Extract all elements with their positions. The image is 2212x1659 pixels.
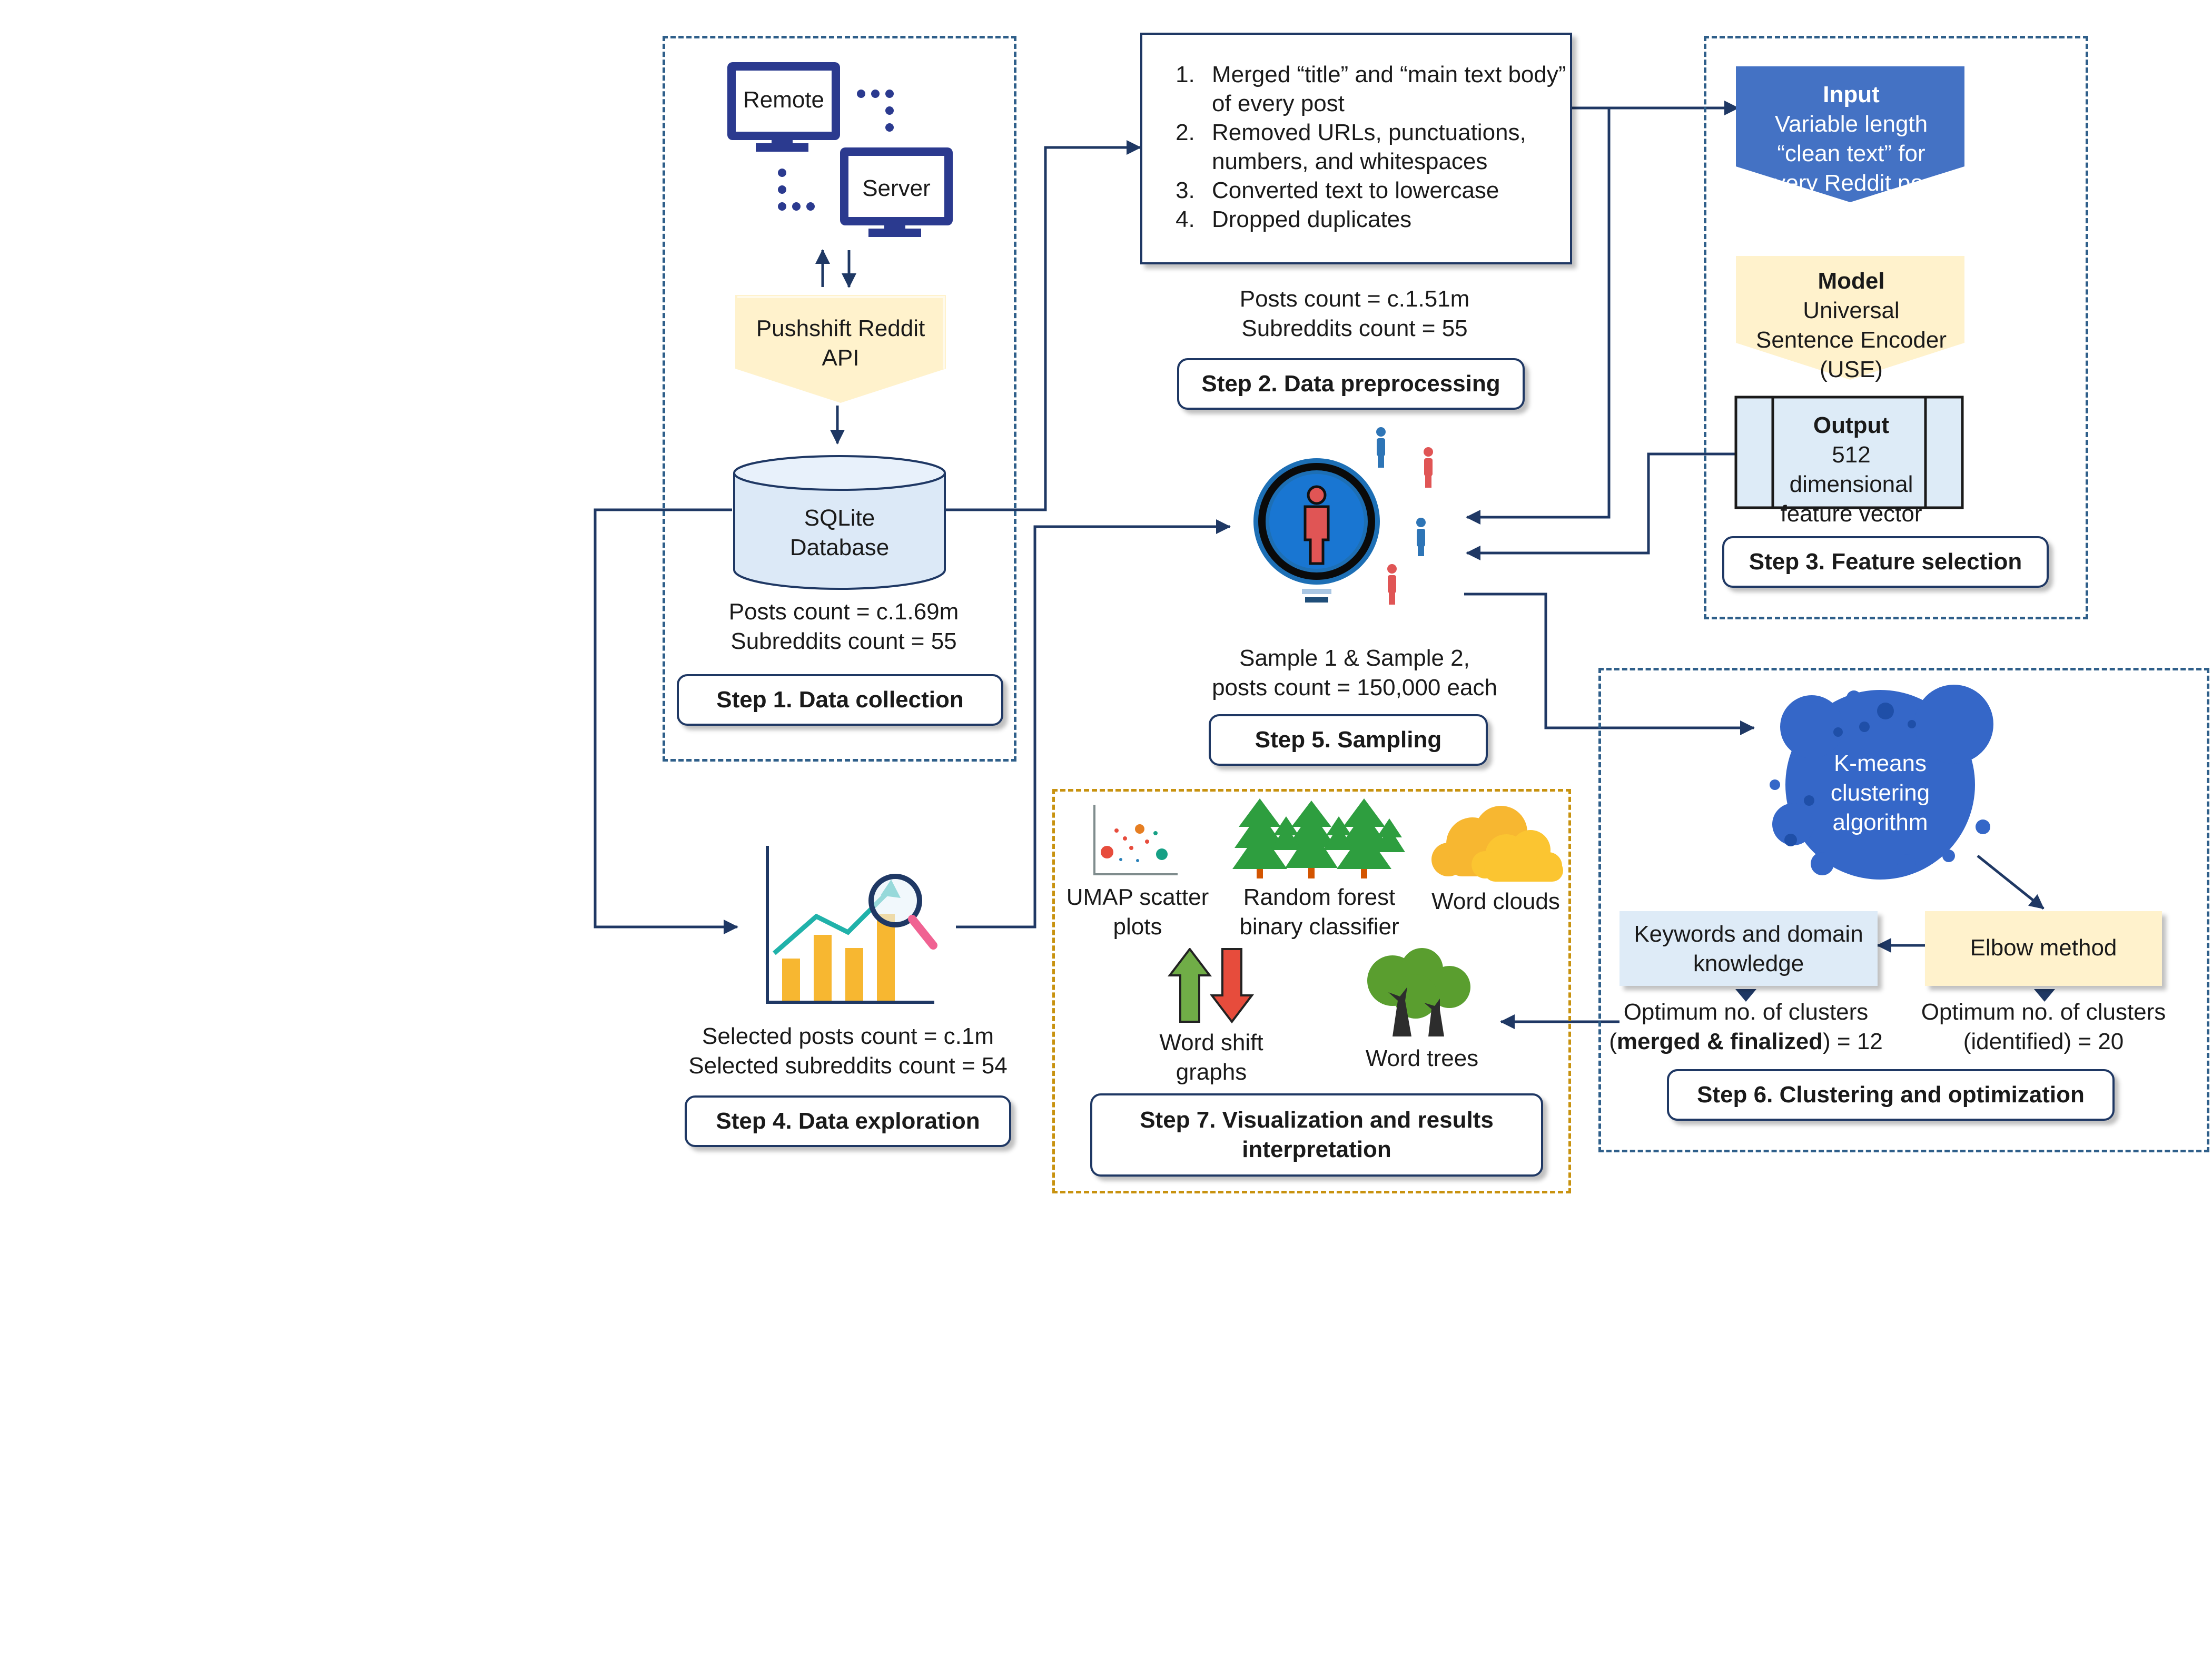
step2-item-1: Merged “title” and “main text body” of e…	[1201, 60, 1570, 118]
optimum-merged-line2: (merged & finalized) = 12	[1593, 1027, 1899, 1056]
step2-title: Step 2. Data preprocessing	[1177, 358, 1525, 410]
database-icon	[733, 455, 946, 590]
optimum-merged-bold: merged & finalized	[1616, 1029, 1823, 1054]
step2-item-3: Converted text to lowercase	[1201, 176, 1570, 205]
step3-title: Step 3. Feature selection	[1722, 536, 2049, 588]
tree-icon	[1367, 948, 1470, 1036]
arrowhead-elbow-down	[2034, 989, 2055, 1002]
remote-label: Remote	[743, 87, 825, 113]
output-title: Output	[1813, 412, 1890, 438]
server-label: Server	[862, 175, 931, 201]
monitor-icon	[727, 62, 953, 237]
optimum-merged-line1: Optimum no. of clusters	[1623, 999, 1869, 1025]
input-title: Input	[1823, 82, 1880, 107]
api-pentagon-icon	[735, 295, 946, 403]
clouds-label: Word clouds	[1431, 888, 1560, 914]
optimum-identified-line1: Optimum no. of clusters	[1921, 999, 2166, 1025]
optimum-merged-open: (	[1609, 1029, 1617, 1054]
model-text: Universal Sentence Encoder (USE)	[1755, 298, 1947, 382]
api-label: Pushshift Reddit API	[756, 315, 925, 371]
forest-icon	[1232, 798, 1405, 878]
keywords-label: Keywords and domain knowledge	[1634, 921, 1863, 976]
input-text: Variable length “clean text” for every R…	[1761, 111, 1942, 225]
connector-kmeans-to-elbow	[1977, 855, 2045, 910]
rf-label: Random forest binary classifier	[1239, 884, 1399, 940]
connector-db-to-step2	[945, 140, 1141, 511]
step2-posts-count: Posts count = c.1.51m	[1239, 286, 1470, 312]
cluster-bubble-icon	[1770, 685, 1993, 880]
step4-title: Step 4. Data exploration	[685, 1095, 1011, 1147]
step2-box: Merged “title” and “main text body” of e…	[1140, 33, 1572, 264]
optimum-merged-suffix: ) = 12	[1823, 1029, 1883, 1054]
output-text: 512 dimensional feature vector	[1780, 442, 1922, 527]
step7-container	[1052, 789, 1571, 1193]
step1-subreddits-count: Subreddits count = 55	[730, 628, 957, 654]
output-box-icon	[1734, 396, 1964, 509]
up-down-arrows-icon-2	[1167, 948, 1255, 1024]
step2-item-2: Removed URLs, punctuations, numbers, and…	[1201, 118, 1570, 176]
chart-magnifier-icon	[766, 846, 937, 1004]
step5-samples: Sample 1 & Sample 2,	[1239, 645, 1470, 671]
optimum-identified-line2: (identified) = 20	[1963, 1029, 2124, 1054]
connector-step4-to-step5	[956, 519, 1231, 929]
input-pentagon-icon	[1736, 66, 1964, 202]
step5-posts-each: posts count = 150,000 each	[1212, 675, 1497, 700]
shift-label: Word shift graphs	[1159, 1030, 1263, 1085]
step1-posts-count: Posts count = c.1.69m	[728, 599, 959, 625]
model-pentagon-icon	[1736, 256, 1964, 380]
keywords-box	[1619, 911, 1878, 986]
step2-subreddits-count: Subreddits count = 55	[1241, 315, 1468, 341]
step6-container	[1598, 668, 2209, 1152]
step2-item-4: Dropped duplicates	[1201, 205, 1570, 234]
person-lightbulb-icon	[1253, 427, 1433, 605]
kmeans-label: K-means clustering algorithm	[1830, 750, 1930, 835]
elbow-box	[1925, 911, 2162, 986]
step5-title: Step 5. Sampling	[1209, 714, 1488, 766]
database-label: SQLite Database	[789, 505, 890, 560]
scatter-plot-icon	[1093, 805, 1178, 875]
step4-selected-subreddits: Selected subreddits count = 54	[688, 1053, 1008, 1079]
step1-title: Step 1. Data collection	[677, 674, 1003, 726]
umap-label: UMAP scatter plots	[1066, 884, 1209, 940]
cloud-icon	[1431, 806, 1563, 882]
step4-selected-posts: Selected posts count = c.1m	[702, 1023, 994, 1049]
trees-label: Word trees	[1365, 1045, 1479, 1071]
connector-step2-to-step5	[1466, 108, 1611, 525]
step3-container	[1704, 36, 2088, 619]
model-title: Model	[1818, 268, 1885, 294]
connector-step3-to-step5	[1466, 452, 1741, 560]
arrowhead-keywords-down	[1735, 989, 1756, 1002]
elbow-label: Elbow method	[1970, 935, 2117, 961]
step1-container	[663, 36, 1016, 762]
step6-title: Step 6. Clustering and optimization	[1667, 1069, 2115, 1121]
step2-list: Merged “title” and “main text body” of e…	[1142, 60, 1570, 234]
connector-step5-to-step6	[1464, 592, 1755, 735]
step7-title: Step 7. Visualization and results interp…	[1090, 1093, 1543, 1177]
